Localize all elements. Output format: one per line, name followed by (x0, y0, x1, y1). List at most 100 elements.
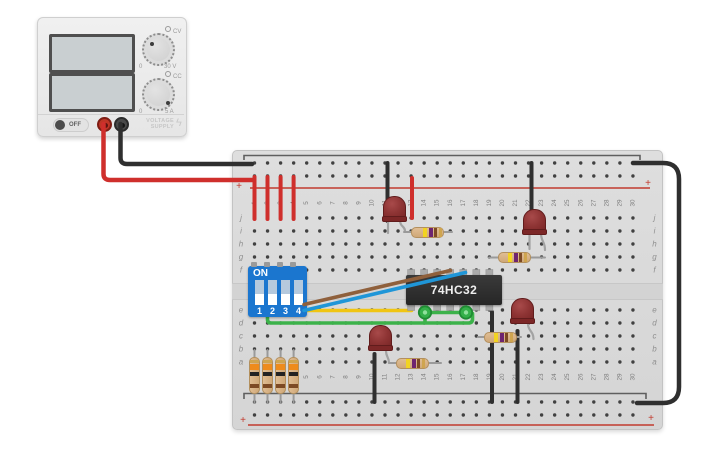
breadboard-hole[interactable] (605, 400, 609, 404)
breadboard-hole[interactable] (631, 308, 635, 312)
breadboard-hole[interactable] (487, 229, 492, 233)
breadboard-hole[interactable] (605, 413, 609, 417)
breadboard-hole[interactable] (422, 216, 426, 220)
breadboard-hole[interactable] (474, 360, 479, 364)
breadboard-hole[interactable] (631, 174, 635, 178)
power-supply[interactable]: CV 0 30 V CC 0 5 A OFF VOLTAGE SUPPLY ϟ (37, 17, 187, 137)
breadboard-hole[interactable] (331, 334, 335, 338)
breadboard-hole[interactable] (592, 334, 596, 338)
breadboard-hole[interactable] (318, 413, 322, 417)
breadboard-hole[interactable] (357, 216, 361, 220)
breadboard-hole[interactable] (278, 161, 283, 165)
breadboard-hole[interactable] (422, 334, 426, 338)
breadboard-hole[interactable] (618, 242, 622, 246)
breadboard-hole[interactable] (605, 334, 609, 338)
breadboard-hole[interactable] (331, 255, 335, 259)
breadboard-hole[interactable] (305, 161, 309, 165)
led-bottom-right[interactable] (510, 298, 535, 324)
breadboard-hole[interactable] (278, 242, 283, 246)
breadboard-hole[interactable] (344, 161, 348, 165)
breadboard-hole[interactable] (305, 174, 309, 178)
breadboard-hole[interactable] (448, 334, 452, 338)
breadboard-hole[interactable] (539, 242, 544, 246)
breadboard-hole[interactable] (318, 255, 322, 259)
breadboard-hole[interactable] (566, 413, 570, 417)
breadboard-hole[interactable] (435, 161, 439, 165)
breadboard-hole[interactable] (631, 242, 635, 246)
breadboard-hole[interactable] (579, 242, 583, 246)
breadboard-hole[interactable] (396, 268, 400, 272)
breadboard-hole[interactable] (278, 255, 283, 259)
dip-slider-2-knob[interactable] (268, 294, 277, 305)
breadboard-hole[interactable] (318, 174, 322, 178)
breadboard-hole[interactable] (513, 242, 518, 246)
breadboard-hole[interactable] (513, 216, 518, 220)
breadboard-hole[interactable] (631, 360, 635, 364)
switch-to-ic-blue-wire[interactable] (302, 270, 468, 313)
breadboard-hole[interactable] (474, 400, 479, 404)
breadboard-hole[interactable] (252, 229, 257, 233)
breadboard-hole[interactable] (566, 360, 570, 364)
breadboard-hole[interactable] (305, 242, 309, 246)
breadboard-hole[interactable] (357, 255, 361, 259)
breadboard-hole[interactable] (592, 161, 596, 165)
switch-to-ic-green-wire[interactable] (265, 308, 475, 325)
breadboard-hole[interactable] (631, 334, 635, 338)
breadboard-hole[interactable] (396, 161, 400, 165)
breadboard-hole[interactable] (409, 413, 413, 417)
breadboard-hole[interactable] (513, 174, 518, 178)
breadboard-hole[interactable] (592, 255, 596, 259)
pulldown-resistor-4[interactable] (288, 357, 299, 394)
breadboard-hole[interactable] (592, 229, 596, 233)
breadboard-hole[interactable] (344, 347, 348, 351)
breadboard-hole[interactable] (474, 229, 479, 233)
breadboard-hole[interactable] (474, 413, 479, 417)
breadboard-hole[interactable] (539, 400, 544, 404)
breadboard-hole[interactable] (500, 400, 505, 404)
dip-switch[interactable]: ON 1 2 3 4 (248, 262, 307, 317)
breadboard-hole[interactable] (305, 400, 309, 404)
breadboard-hole[interactable] (579, 174, 583, 178)
breadboard-hole[interactable] (461, 334, 465, 338)
breadboard-hole[interactable] (552, 229, 557, 233)
breadboard-hole[interactable] (383, 360, 387, 364)
breadboard-hole[interactable] (305, 360, 309, 364)
breadboard-hole[interactable] (579, 161, 583, 165)
breadboard-hole[interactable] (605, 216, 609, 220)
ic-74hc32[interactable]: 74HC32 (406, 275, 502, 305)
breadboard-hole[interactable] (631, 321, 635, 325)
breadboard-hole[interactable] (500, 268, 505, 272)
breadboard-hole[interactable] (579, 413, 583, 417)
breadboard-hole[interactable] (566, 308, 570, 312)
breadboard-hole[interactable] (448, 347, 452, 351)
breadboard-hole[interactable] (448, 161, 452, 165)
breadboard-hole[interactable] (592, 268, 596, 272)
breadboard-hole[interactable] (409, 334, 413, 338)
breadboard-hole[interactable] (331, 413, 335, 417)
resistor-top-left[interactable] (411, 226, 444, 238)
dip-slider-4[interactable] (294, 280, 303, 305)
breadboard-hole[interactable] (305, 413, 309, 417)
breadboard-hole[interactable] (526, 161, 531, 165)
breadboard-hole[interactable] (318, 268, 322, 272)
breadboard-hole[interactable] (618, 400, 622, 404)
breadboard-hole[interactable] (461, 229, 465, 233)
breadboard-hole[interactable] (461, 242, 465, 246)
breadboard-hole[interactable] (383, 242, 387, 246)
breadboard-hole[interactable] (435, 334, 439, 338)
breadboard-hole[interactable] (552, 360, 557, 364)
breadboard-hole[interactable] (396, 174, 400, 178)
breadboard-hole[interactable] (331, 174, 335, 178)
breadboard-hole[interactable] (422, 347, 426, 351)
current-knob[interactable] (142, 78, 175, 111)
breadboard-hole[interactable] (318, 216, 322, 220)
green-terminal-dot[interactable] (458, 305, 474, 320)
breadboard-hole[interactable] (318, 161, 322, 165)
breadboard-hole[interactable] (513, 268, 518, 272)
breadboard-hole[interactable] (409, 400, 413, 404)
breadboard-hole[interactable] (552, 161, 557, 165)
breadboard-hole[interactable] (605, 347, 609, 351)
breadboard-hole[interactable] (383, 400, 387, 404)
breadboard-hole[interactable] (344, 413, 348, 417)
breadboard-hole[interactable] (513, 161, 518, 165)
